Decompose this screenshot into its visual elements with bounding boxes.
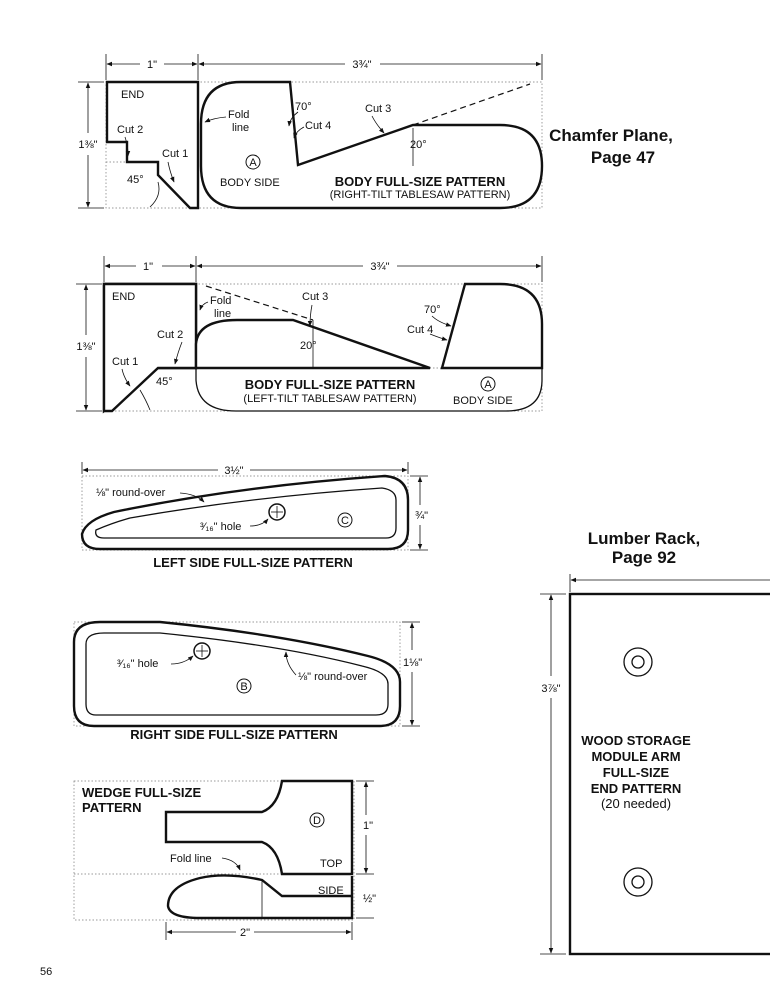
left-tilt-cut1: Cut 1 <box>112 356 138 368</box>
wedge-top-label: TOP <box>320 858 342 870</box>
right-tilt-dim-body-length: 3¾" <box>352 59 371 71</box>
left-tilt-cut2: Cut 2 <box>157 329 183 341</box>
right-tilt-angle-20: 20° <box>410 139 427 151</box>
lumber-end-pattern-outline <box>568 592 770 956</box>
right-tilt-title: BODY FULL-SIZE PATTERN <box>335 174 505 189</box>
wedge-pattern: WEDGE FULL-SIZE PATTERN D Fold line TOP … <box>73 779 376 940</box>
right-tilt-subtitle: (RIGHT-TILT TABLESAW PATTERN) <box>330 189 511 201</box>
left-side-part-c-marker <box>337 512 353 528</box>
right-tilt-fold-1: Fold <box>228 109 249 121</box>
right-side-roundover: ⅛" round-over <box>298 671 368 683</box>
right-tilt-angle-45: 45° <box>127 174 144 186</box>
left-tilt-pattern: 1" 3¾" 1⅜" END Cut 2 Cut 1 45° Fold line… <box>76 256 544 414</box>
lumber-hole-top <box>623 647 653 677</box>
right-tilt-dim-height: 1⅜" <box>78 139 97 151</box>
left-tilt-dim-height: 1⅜" <box>76 341 95 353</box>
wedge-part-letter: D <box>313 815 321 827</box>
left-tilt-part-letter: A <box>484 379 492 391</box>
right-side-hole: ³⁄₁₆" hole <box>117 658 158 670</box>
left-side-dim-height: ¾" <box>415 510 428 522</box>
wedge-dim-side-height: ½" <box>363 893 376 905</box>
wedge-top-piece <box>164 779 354 876</box>
right-side-part-b-marker <box>236 678 252 694</box>
right-tilt-fold-2: line <box>232 122 249 134</box>
lumber-label-3: FULL-SIZE <box>603 765 670 780</box>
lumber-hole-bottom <box>623 867 653 897</box>
right-tilt-body-piece <box>199 80 544 210</box>
left-tilt-dim-end-width: 1" <box>143 261 153 273</box>
wedge-dim-length: 2" <box>240 927 250 939</box>
left-side-roundover: ⅛" round-over <box>96 487 166 499</box>
right-side-pattern: 1⅛" ³⁄₁₆" hole ⅛" round-over B RIGHT SID… <box>72 620 422 742</box>
right-tilt-end-piece <box>105 80 200 210</box>
right-side-title: RIGHT SIDE FULL-SIZE PATTERN <box>130 727 338 742</box>
wedge-dim-height: 1" <box>363 820 373 832</box>
left-tilt-cut4: Cut 4 <box>407 324 433 336</box>
left-tilt-body-piece-right <box>440 282 544 370</box>
left-tilt-angle-70: 70° <box>424 304 441 316</box>
right-tilt-cut3: Cut 3 <box>365 103 391 115</box>
right-tilt-cut2: Cut 2 <box>117 124 143 136</box>
right-tilt-cut4: Cut 4 <box>305 120 331 132</box>
lumber-label-5: (20 needed) <box>601 796 671 811</box>
left-tilt-part-a-marker <box>480 376 496 392</box>
right-tilt-pattern: 1" 3¾" 1⅜" END Cut 2 Cut 1 45° Fold line… <box>78 54 544 210</box>
wedge-title-1: WEDGE FULL-SIZE <box>82 785 201 800</box>
left-tilt-body-side: BODY SIDE <box>453 395 513 407</box>
left-tilt-title: BODY FULL-SIZE PATTERN <box>245 377 415 392</box>
left-tilt-cut3: Cut 3 <box>302 291 328 303</box>
wedge-title-2: PATTERN <box>82 800 141 815</box>
left-side-title: LEFT SIDE FULL-SIZE PATTERN <box>153 555 353 570</box>
left-side-dim-length: 3½" <box>224 465 243 477</box>
left-side-outline <box>80 474 410 551</box>
lumber-label-1: WOOD STORAGE <box>581 733 691 748</box>
left-tilt-angle-45: 45° <box>156 376 173 388</box>
right-tilt-body-side: BODY SIDE <box>220 177 280 189</box>
right-tilt-end-label: END <box>121 89 144 101</box>
lumber-heading-line1: Lumber Rack, <box>588 529 700 548</box>
left-tilt-subtitle: (LEFT-TILT TABLESAW PATTERN) <box>243 393 416 405</box>
wedge-fold-line: Fold line <box>170 853 212 865</box>
lumber-rack-pattern: Lumber Rack, Page 92 3⅞" WOOD STORAGE MO… <box>540 529 770 956</box>
page-number: 56 <box>40 966 52 978</box>
wedge-side-piece <box>166 874 354 920</box>
wedge-part-d-marker <box>309 812 325 828</box>
right-side-dim-height: 1⅛" <box>403 657 422 669</box>
wedge-side-label: SIDE <box>318 885 344 897</box>
right-tilt-angle-70: 70° <box>295 101 312 113</box>
lumber-label-2: MODULE ARM <box>591 749 680 764</box>
right-tilt-cut1: Cut 1 <box>162 148 188 160</box>
right-tilt-dim-end-width: 1" <box>147 59 157 71</box>
left-tilt-angle-20: 20° <box>300 340 317 352</box>
right-side-part-letter: B <box>240 681 247 693</box>
left-tilt-fold-1: Fold <box>210 295 231 307</box>
lumber-heading-line2: Page 92 <box>612 548 676 567</box>
chamfer-heading-line1: Chamfer Plane, <box>549 126 673 145</box>
right-side-outline <box>72 620 402 728</box>
chamfer-heading-line2: Page 47 <box>591 148 655 167</box>
right-tilt-part-letter: A <box>249 157 257 169</box>
left-side-part-letter: C <box>341 515 349 527</box>
left-side-pattern: 3½" ¾" ⅛" round-over ³⁄₁₆" hole C LEFT S… <box>80 462 428 570</box>
right-tilt-outline <box>105 81 543 209</box>
left-tilt-end-label: END <box>112 291 135 303</box>
left-tilt-fold-2: line <box>214 308 231 320</box>
lumber-label-4: END PATTERN <box>591 781 682 796</box>
right-tilt-part-a-marker <box>245 154 261 170</box>
lumber-dim-height: 3⅞" <box>541 683 560 695</box>
left-side-hole: ³⁄₁₆" hole <box>200 521 241 533</box>
left-tilt-dim-body-length: 3¾" <box>370 261 389 273</box>
